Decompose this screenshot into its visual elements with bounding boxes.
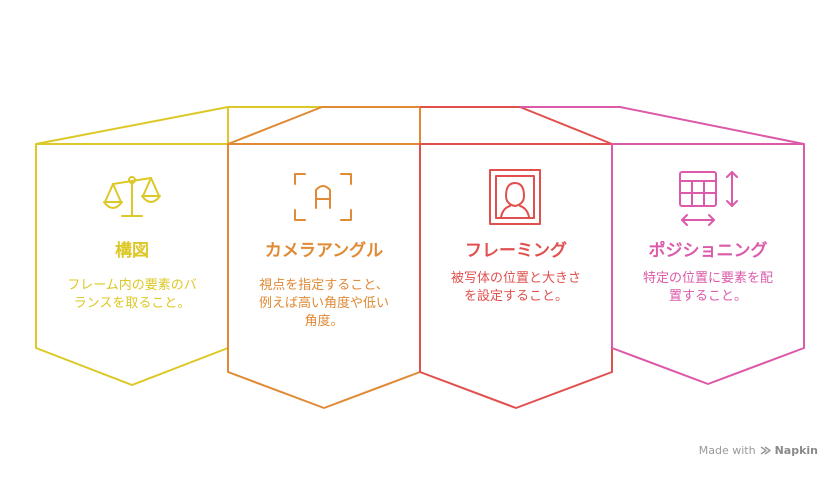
step-2-title: カメラアングル	[264, 241, 384, 261]
step-3-description: 被写体の位置と大きさを設定すること。	[450, 271, 581, 304]
step-4-description: 特定の位置に要素を配置すること。	[642, 271, 773, 304]
portrait-icon	[489, 169, 541, 225]
step-3-title: フレーミング	[465, 241, 567, 261]
step-2-shape	[227, 106, 421, 409]
watermark: Made with Napkin	[699, 444, 818, 457]
grid-arrows-icon	[679, 171, 738, 226]
napkin-logo-icon	[760, 446, 771, 455]
step-4-shape	[520, 106, 805, 385]
watermark-brand: Napkin	[774, 444, 818, 457]
step-2-description: 視点を指定すること、例えば高い角度や低い角度。	[258, 278, 389, 329]
step-1-title: 構図	[115, 241, 149, 261]
step-4-title: ポジショニング	[648, 241, 768, 261]
scale-icon	[103, 176, 161, 217]
step-1-description: フレーム内の要素のバランスを取ること。	[67, 278, 197, 311]
watermark-prefix: Made with	[698, 444, 756, 457]
focus-frame-icon	[294, 173, 352, 221]
